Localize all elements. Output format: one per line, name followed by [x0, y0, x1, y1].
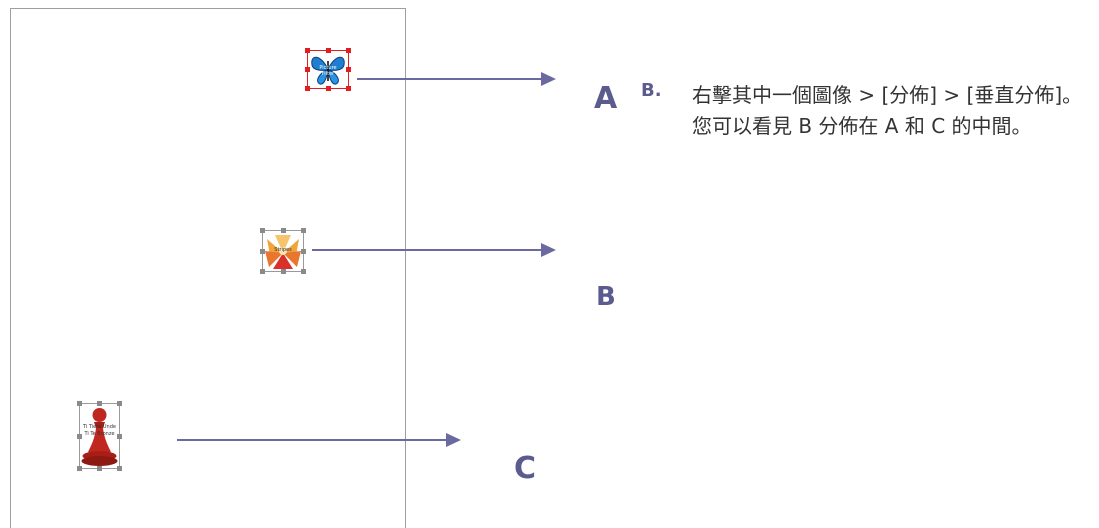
- pawn-icon: [81, 408, 118, 466]
- pawn-image-selection[interactable]: Ti Tiete Unde Ti Te Bronze: [77, 401, 122, 471]
- document-page: [10, 8, 406, 528]
- butterfly-icon: [311, 56, 345, 85]
- label-c: C: [514, 451, 537, 486]
- step-text: 右擊其中一個圖像 > [分佈] > [垂直分佈]。您可以看見 B 分佈在 A 和…: [692, 83, 1083, 138]
- arrow-c-head: [446, 433, 461, 447]
- spark-image-selection[interactable]: Stripes: [260, 228, 306, 274]
- arrow-b-head: [541, 243, 556, 257]
- step-number: B.: [641, 80, 662, 101]
- arrow-a-head: [541, 72, 556, 86]
- butterfly-caption: Picture Filter: [319, 65, 337, 77]
- pawn-caption-line2: Ti Te Bronze: [84, 431, 115, 437]
- spark-burst-icon: [265, 235, 301, 269]
- butterfly-image-selection[interactable]: Picture Filter: [305, 48, 351, 91]
- spark-caption: Stripes: [274, 247, 292, 253]
- label-b: B: [596, 282, 616, 312]
- pawn-caption-line1: Ti Tiete Unde: [83, 424, 116, 430]
- label-a: A: [594, 81, 618, 116]
